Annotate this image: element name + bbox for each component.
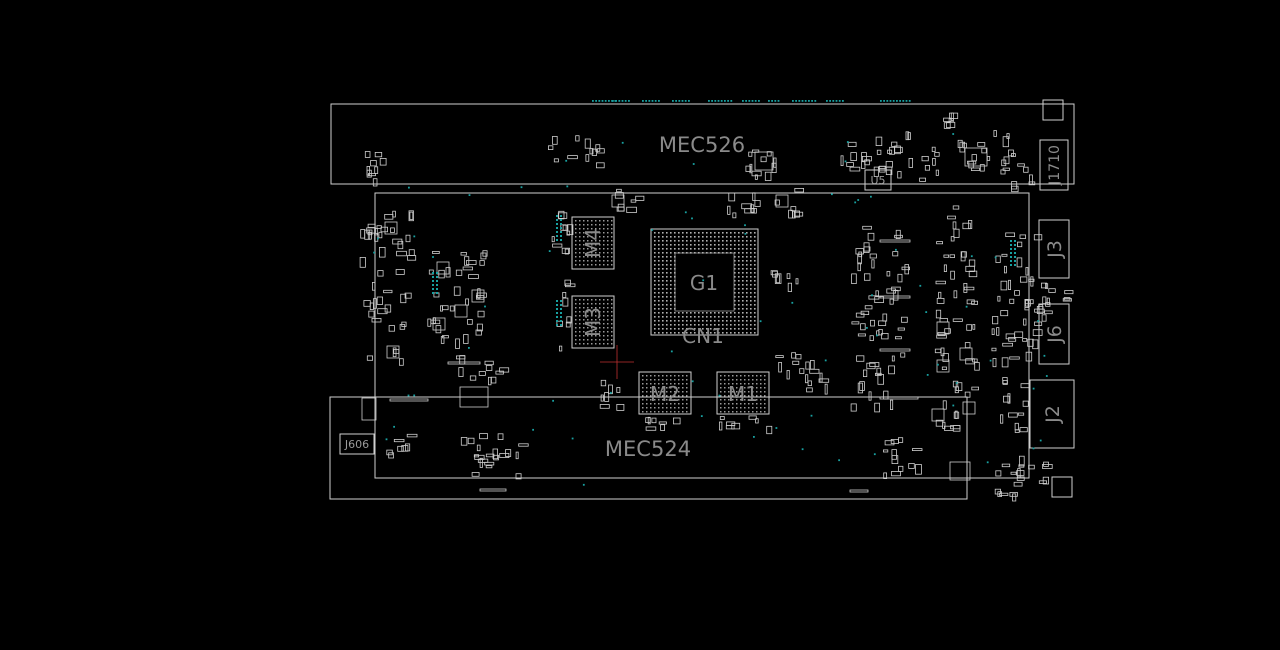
label-mec524: MEC524 [605, 437, 691, 461]
m3-outline [571, 295, 615, 349]
label-j1710: J1710 [1047, 145, 1063, 186]
label-j6: J6 [1044, 325, 1066, 344]
memory-ball-grids [575, 220, 766, 413]
m2-outline [638, 371, 692, 415]
g1-ball-grid [654, 232, 756, 334]
m4-outline [571, 216, 615, 270]
j3-outline [1038, 219, 1070, 279]
memory-chips [571, 216, 770, 415]
label-m2: M2 [650, 382, 680, 406]
edge-connector-pins [592, 100, 911, 102]
label-m3: M3 [581, 307, 605, 337]
board-outlines [329, 99, 1075, 500]
label-u5: U5 [870, 174, 885, 187]
j2-outline [1029, 379, 1075, 449]
j606-outline [339, 433, 375, 455]
label-m4: M4 [581, 228, 605, 258]
g1-chip[interactable] [650, 228, 759, 336]
label-mec526: MEC526 [659, 133, 745, 157]
j6-outline [1038, 303, 1070, 365]
label-cn1: CN1 [682, 324, 724, 348]
m1-outline [716, 371, 770, 415]
test-pads [373, 133, 1048, 486]
j1710-outline [1039, 139, 1069, 191]
label-j2: J2 [1042, 405, 1064, 424]
label-m1: M1 [728, 382, 758, 406]
mec524-outline [329, 396, 968, 500]
label-j606: J606 [344, 438, 369, 451]
small-components [359, 112, 1074, 502]
main-board-outline [374, 192, 1030, 479]
mec526-outline [330, 103, 1075, 185]
cursor-crosshair [600, 345, 634, 379]
corner-component-br [1051, 476, 1073, 498]
label-g1: G1 [690, 271, 718, 295]
label-j3: J3 [1044, 240, 1066, 259]
corner-component-tr [1042, 99, 1064, 121]
